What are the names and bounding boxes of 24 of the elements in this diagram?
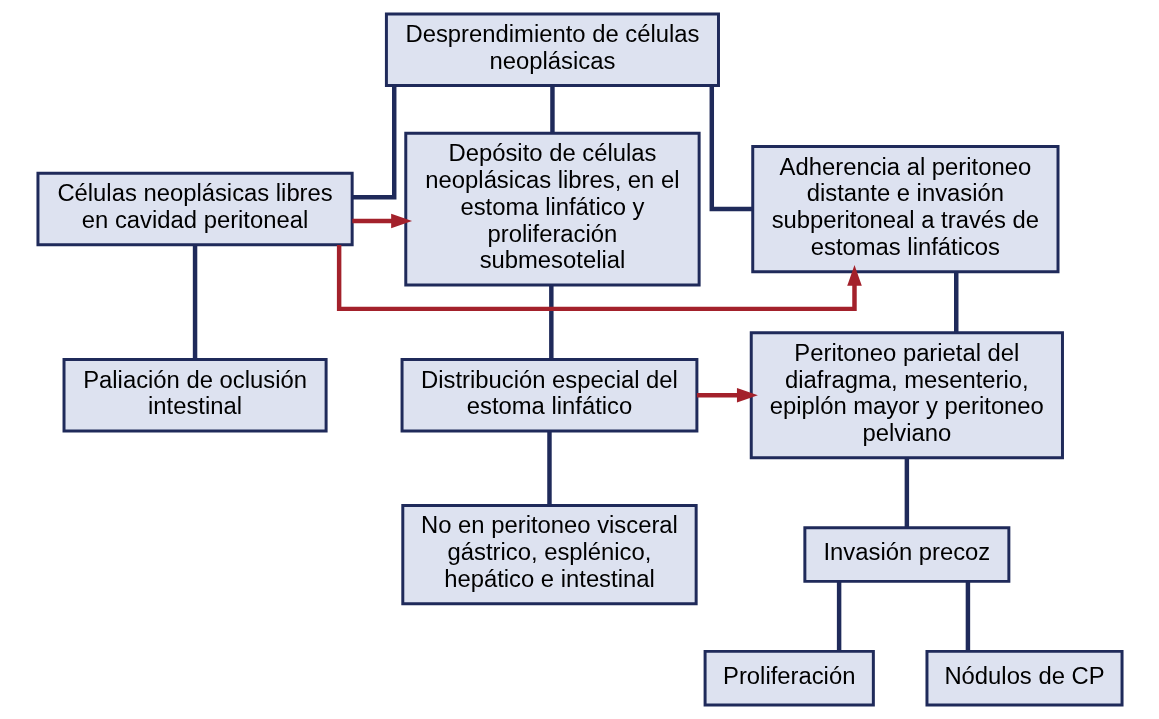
node-box: Invasión precoz xyxy=(802,526,1010,583)
connector xyxy=(904,458,909,528)
node-box: Nódulos de CP xyxy=(925,649,1124,707)
connector xyxy=(192,245,197,360)
node-box: Adherencia al peritoneo distante e invasión subperitoneal a través de estomas linfáticos xyxy=(750,145,1059,274)
node-box: Paliación de oclusión intestinal xyxy=(62,358,328,433)
node-box: No en peritoneo visceral gástrico, esplénico, hepático e intestinal xyxy=(400,503,698,606)
connector xyxy=(953,272,958,333)
arrow xyxy=(351,213,412,229)
node-box: Peritoneo parietal del diafragma, mesenterio, epiplón mayor y peritoneo pelviano xyxy=(749,331,1064,460)
arrow xyxy=(336,245,862,312)
connector xyxy=(548,285,554,360)
node-box: Distribución especial del estoma linfático xyxy=(400,358,698,433)
node-box: Depósito de células neoplásicas libres, en el estoma linfático y proliferación submesotelial xyxy=(403,131,701,287)
connector xyxy=(549,85,555,134)
connector xyxy=(352,85,396,200)
connector xyxy=(546,431,552,506)
connector xyxy=(836,581,841,651)
connector xyxy=(965,581,970,651)
arrow xyxy=(696,387,758,403)
node-box: Células neoplásicas libres en cavidad peritoneal xyxy=(35,171,354,247)
connector xyxy=(709,85,752,212)
node-box: Proliferación xyxy=(703,649,875,707)
node-box: Desprendimiento de células neoplásicas xyxy=(384,12,720,87)
